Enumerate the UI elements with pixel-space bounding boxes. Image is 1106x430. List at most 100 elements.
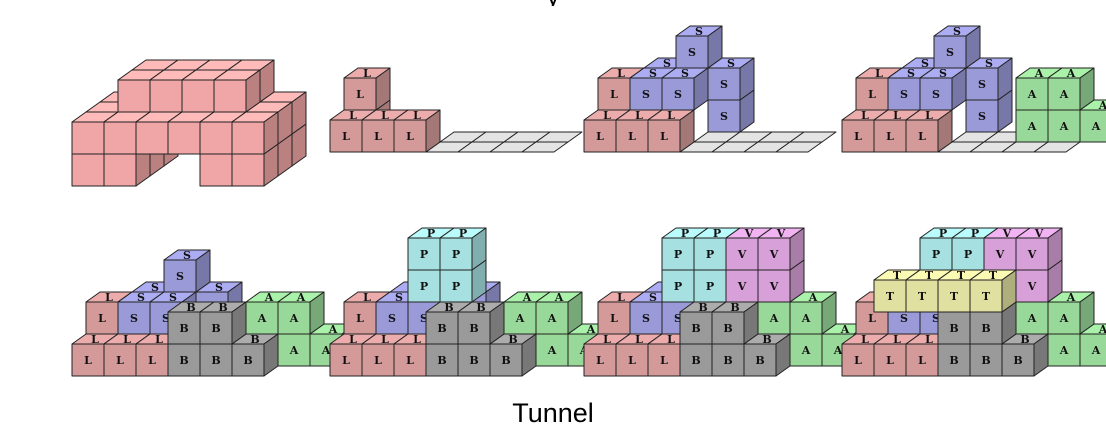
cube-piece-label: B (218, 301, 227, 314)
cube-front-face (103, 153, 137, 187)
cube-piece-label: V (744, 227, 754, 240)
cube: LL (647, 109, 695, 153)
cube: BB (199, 301, 247, 345)
cube-piece-label: S (674, 88, 682, 101)
cube-piece-label: S (900, 312, 908, 325)
cube-side-face (707, 25, 723, 69)
cube-piece-label: A (1098, 99, 1106, 112)
cube-piece-label: L (374, 130, 382, 143)
cube-piece-label: L (635, 109, 643, 122)
cube-piece-label: P (681, 227, 689, 240)
panel-step-5: SSSSSSSSSSLLAAAAAALLSSSSAAAAPPPPPPPPLLLL… (329, 227, 615, 377)
cube-piece-label: A (554, 291, 564, 304)
cube-piece-label: T (957, 269, 966, 282)
cube-front-face (1079, 109, 1106, 143)
cube-piece-label: P (971, 227, 979, 240)
panel-step-1: LLLLLLLLLL (329, 67, 583, 153)
cube-piece-label: L (363, 67, 371, 80)
cube-piece-label: S (985, 57, 993, 70)
cube-piece-label: L (925, 333, 933, 346)
cube-piece-label: L (356, 88, 364, 101)
cube-piece-label: A (1027, 88, 1037, 101)
cube-side-face (309, 291, 325, 335)
cube-piece-label: P (932, 248, 940, 261)
cube-side-face (997, 57, 1013, 101)
panel-step-6: SSSSSSSSSSLLAAAAAALLSSSSAAAAPPPPVVVVPPPP… (583, 227, 869, 377)
cube-piece-label: V (776, 227, 786, 240)
cube-piece-label: P (420, 280, 428, 293)
cube-piece-label: A (264, 291, 274, 304)
cube-piece-label: A (289, 344, 299, 357)
cube-piece-label: L (596, 354, 604, 367)
cube-side-face (245, 69, 261, 113)
cube-piece-label: L (596, 130, 604, 143)
cube-piece-label: L (667, 333, 675, 346)
cube-piece-label: S (663, 57, 671, 70)
cube-piece-label: A (1091, 344, 1101, 357)
cube-front-face (213, 79, 247, 113)
cube: LL (343, 67, 391, 111)
cube-piece-label: S (151, 281, 159, 294)
cube-piece-label: L (893, 109, 901, 122)
cube-piece-label: B (723, 354, 732, 367)
cube-front-face (167, 121, 201, 155)
cube: AA (277, 291, 325, 335)
cube-piece-label: B (762, 333, 771, 346)
cube-piece-label: L (84, 354, 92, 367)
cube-piece-label: A (833, 344, 843, 357)
cube-piece-label: B (476, 301, 485, 314)
cube-piece-label: P (452, 280, 460, 293)
cube-piece-label: B (437, 322, 446, 335)
cube-piece-label: S (727, 57, 735, 70)
cube-side-face (739, 57, 755, 101)
cube-piece-label: L (603, 109, 611, 122)
cube-piece-label: S (921, 57, 929, 70)
cube-piece-label: A (1098, 323, 1106, 336)
cube-piece-label: T (982, 290, 991, 303)
cube-front-face (199, 153, 233, 187)
cube-piece-label: V (1034, 227, 1044, 240)
cube: VV (757, 227, 805, 271)
cube-piece-label: B (949, 354, 958, 367)
cube-piece-label: P (459, 227, 467, 240)
empty-floor-tile (535, 131, 583, 143)
cube-piece-label: L (886, 130, 894, 143)
cube-piece-label: S (720, 110, 728, 123)
cube-piece-label: L (98, 312, 106, 325)
cube-front-face (103, 121, 137, 155)
cube-piece-label: S (395, 291, 403, 304)
cube-piece-label: A (808, 291, 818, 304)
cube-piece-label: L (667, 109, 675, 122)
cube-piece-label: P (674, 248, 682, 261)
cube-piece-label: S (183, 249, 191, 262)
cube-piece-label: A (257, 312, 267, 325)
cube-piece-label: S (907, 67, 915, 80)
cube-piece-label: P (964, 248, 972, 261)
cube-piece-label: L (861, 109, 869, 122)
cube: AA (1079, 99, 1106, 143)
cube-piece-label: L (363, 291, 371, 304)
cube-piece-label: L (349, 333, 357, 346)
cube-piece-label: B (179, 322, 188, 335)
cube-piece-label: S (939, 67, 947, 80)
cube: TT (969, 269, 1017, 313)
cube-piece-label: S (674, 312, 682, 325)
cube-piece-label: T (918, 290, 927, 303)
cube: LL (393, 109, 441, 153)
cube-piece-label: V (737, 280, 747, 293)
cube-piece-label: L (617, 67, 625, 80)
cube-piece-label: A (801, 344, 811, 357)
cube-piece-label: A (522, 291, 532, 304)
cube-piece-label: L (628, 354, 636, 367)
cube-front-face (181, 79, 215, 113)
cube-piece-label: S (953, 25, 961, 38)
cube: AA (1047, 67, 1095, 111)
cube-side-face (965, 25, 981, 69)
cube-piece-label: S (900, 88, 908, 101)
cube-side-face (521, 333, 537, 377)
cube-piece-label: B (243, 354, 252, 367)
cube-piece-label: S (978, 78, 986, 91)
cube-piece-label: A (1034, 67, 1044, 80)
cube-piece-label: A (1059, 120, 1069, 133)
cube: BB (1001, 333, 1049, 377)
